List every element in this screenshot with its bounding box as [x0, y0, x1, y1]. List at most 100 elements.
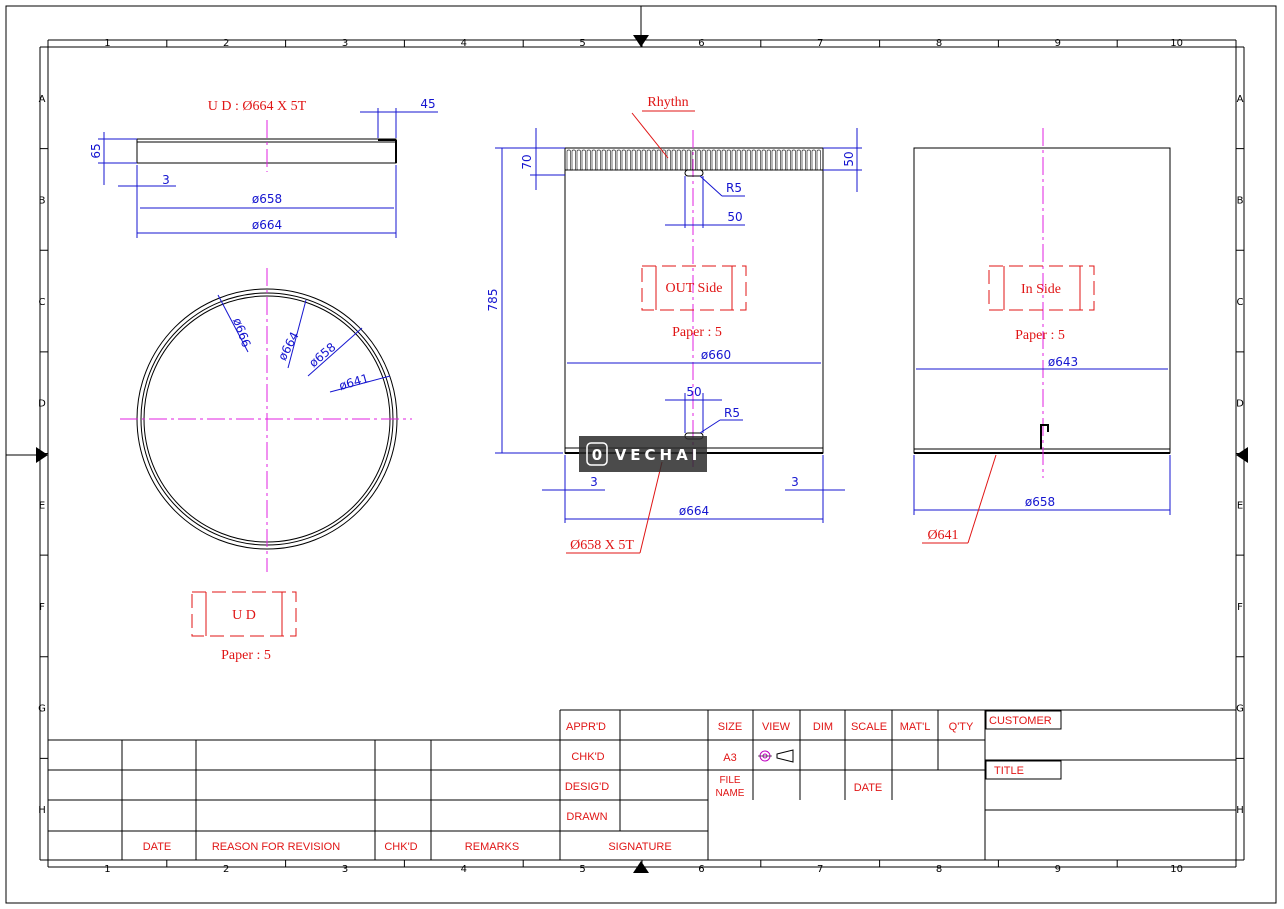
dim-d641-circle: ø641	[337, 371, 370, 393]
ud-label: U D	[232, 608, 256, 623]
info-header-qty: Q'TY	[949, 721, 974, 733]
grid-col-label-bottom: 7	[817, 864, 823, 875]
watermark: 0 VECHAI	[579, 436, 707, 472]
grid-row-label-left: H	[38, 805, 46, 816]
dim-d643: ø643	[1048, 355, 1078, 369]
rev-header-reason: REASON FOR REVISION	[212, 841, 340, 853]
info-header-matl: MAT'L	[900, 721, 931, 733]
info-header-scale: SCALE	[851, 721, 887, 733]
in-side-label: In Side	[1021, 282, 1061, 297]
grid-col-label-top: 2	[223, 38, 229, 49]
grid-col-label-top: 5	[579, 38, 585, 49]
dim-d658-circle: ø658	[306, 340, 338, 370]
leader-d641: Ø641	[927, 528, 958, 543]
title-label: TITLE	[994, 765, 1024, 777]
right-view: In Side Paper : 5 ø643 ø658 Ø641	[913, 128, 1171, 544]
grid-col-label-bottom: 9	[1055, 864, 1061, 875]
grid-row-label-right: H	[1236, 805, 1244, 816]
projection-symbol-icon	[758, 749, 794, 763]
sign-row-desigd: DESIG'D	[565, 781, 609, 793]
ud-paper: Paper : 5	[221, 648, 271, 663]
grid-row-label-left: C	[39, 297, 46, 308]
dim-3-top: 3	[162, 173, 170, 187]
out-side-paper: Paper : 5	[672, 325, 722, 340]
grid-col-label-top: 7	[817, 38, 823, 49]
grid-col-label-bottom: 2	[223, 864, 229, 875]
grid-row-label-right: F	[1237, 602, 1243, 613]
dim-d664-circle: ø664	[275, 329, 302, 362]
sign-row-chkd: CHK'D	[571, 751, 604, 763]
info-header-view: VIEW	[762, 721, 791, 733]
dim-d666: ø666	[230, 316, 254, 349]
grid-col-label-top: 9	[1055, 38, 1061, 49]
grid-col-label-top: 6	[698, 38, 704, 49]
center-mark-right-icon	[1236, 447, 1248, 463]
rev-header-remarks: REMARKS	[465, 841, 519, 853]
dim-65: 65	[89, 143, 103, 158]
dim-d664-top: ø664	[252, 218, 282, 232]
center-mark-left-icon	[36, 447, 48, 463]
grid-row-label-right: A	[1237, 94, 1244, 105]
watermark-text: VECHAI	[615, 446, 702, 464]
rev-header-date: DATE	[143, 841, 172, 853]
grid-col-label-bottom: 3	[342, 864, 348, 875]
front-view: Rhythn 70 50 785 50 R5 OUT Side Paper : …	[486, 95, 862, 554]
rhythm-ribs	[566, 149, 821, 171]
grid-row-label-left: A	[39, 94, 46, 105]
grid-row-label-right: B	[1237, 195, 1244, 206]
dim-d658-top: ø658	[252, 192, 282, 206]
file-name-label-line1: FILE	[719, 775, 740, 786]
signature-header: SIGNATURE	[608, 841, 671, 853]
dim-70: 70	[520, 154, 534, 169]
grid-row-label-left: D	[38, 399, 46, 410]
grid-row-label-right: E	[1237, 500, 1243, 511]
in-side-paper: Paper : 5	[1015, 328, 1065, 343]
grid-row-label-left: G	[38, 704, 46, 715]
info-header-size: SIZE	[718, 721, 742, 733]
size-value: A3	[723, 752, 736, 764]
grid-col-label-top: 8	[936, 38, 942, 49]
dim-d664-bottom: ø664	[679, 504, 709, 518]
circle-view: ø666 ø664 ø658 ø641 U D Paper : 5	[120, 268, 412, 663]
customer-label: CUSTOMER	[989, 715, 1052, 727]
dim-3-left: 3	[590, 475, 598, 489]
grid-row-label-right: G	[1236, 704, 1244, 715]
grid-col-label-bottom: 6	[698, 864, 704, 875]
date-label: DATE	[854, 782, 883, 794]
dim-slot-top-50: 50	[727, 210, 742, 224]
dim-45: 45	[420, 97, 435, 111]
center-mark-top-icon	[633, 35, 649, 47]
sign-row-apprd: APPR'D	[566, 721, 606, 733]
top-view-title: U D : Ø664 X 5T	[208, 99, 307, 114]
leader-d658x5t: Ø658 X 5T	[570, 538, 634, 553]
grid-col-label-bottom: 5	[579, 864, 585, 875]
dim-50-right: 50	[842, 151, 856, 166]
grid-col-label-top: 4	[461, 38, 467, 49]
grid-row-label-right: D	[1236, 399, 1244, 410]
grid-col-label-bottom: 4	[461, 864, 467, 875]
out-side-label: OUT Side	[666, 281, 723, 296]
grid-row-label-right: C	[1237, 297, 1244, 308]
grid-col-label-top: 1	[104, 38, 110, 49]
grid-col-label-top: 10	[1170, 38, 1183, 49]
sign-row-drawn: DRAWN	[566, 811, 607, 823]
grid-col-label-bottom: 1	[104, 864, 110, 875]
rhythm-label: Rhythn	[647, 95, 688, 110]
dim-r5-top: R5	[726, 181, 742, 195]
grid-ticks	[40, 40, 1244, 867]
dim-slot-bottom-50: 50	[686, 385, 701, 399]
center-mark-bottom-icon	[633, 861, 649, 873]
grid-col-label-bottom: 10	[1170, 864, 1183, 875]
grid-row-label-left: B	[39, 195, 46, 206]
grid-row-label-left: E	[39, 500, 45, 511]
dim-d660: ø660	[701, 348, 731, 362]
grid-col-label-bottom: 8	[936, 864, 942, 875]
dim-3-right: 3	[791, 475, 799, 489]
info-header-dim: DIM	[813, 721, 833, 733]
top-view: U D : Ø664 X 5T 65 45 3 ø658 ø664	[89, 97, 438, 238]
dim-785: 785	[486, 289, 500, 312]
watermark-logo-icon: 0	[592, 446, 602, 464]
file-name-label-line2: NAME	[716, 788, 745, 799]
